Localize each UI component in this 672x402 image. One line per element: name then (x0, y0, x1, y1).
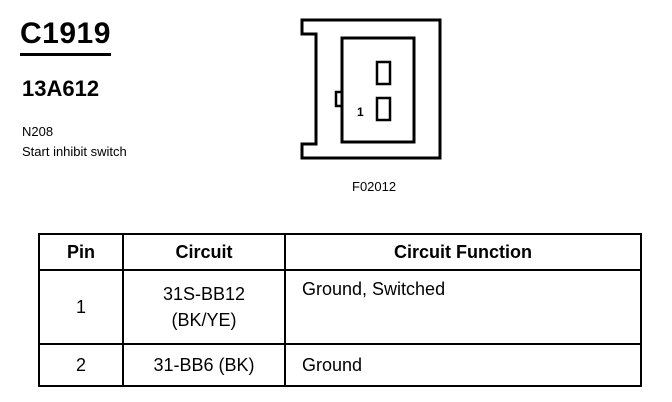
circuit-color: (BK/YE) (171, 310, 237, 330)
connector-id: C1919 (20, 17, 111, 56)
circuit-code: 31-BB6 (BK) (153, 355, 255, 375)
table-row: 2 31-BB6 (BK) Ground (38, 343, 642, 387)
connector-diagram: 1 (300, 18, 442, 160)
connector-lock-tab (334, 90, 342, 108)
pin-cavity-1 (375, 96, 392, 122)
pin-cell: 2 (38, 343, 124, 387)
pin-cell: 1 (38, 269, 124, 345)
component-description: Start inhibit switch (22, 144, 127, 159)
pin-1-label: 1 (357, 105, 364, 119)
table-row: 1 31S-BB12 (BK/YE) Ground, Switched (38, 269, 642, 345)
connector-inner-body (340, 36, 416, 144)
table-header-row: Pin Circuit Circuit Function (38, 233, 642, 271)
part-number: 13A612 (22, 76, 100, 101)
circuit-function-cell: Ground, Switched (284, 269, 642, 345)
circuit-cell: 31S-BB12 (BK/YE) (122, 269, 286, 345)
pinout-table: Pin Circuit Circuit Function 1 31S-BB12 … (38, 233, 642, 387)
header-pin: Pin (38, 233, 124, 271)
circuit-code: 31S-BB12 (162, 284, 246, 304)
circuit-function-cell: Ground (284, 343, 642, 387)
header-circuit: Circuit (122, 233, 286, 271)
pin-cavity-2 (375, 60, 392, 86)
circuit-cell: 31-BB6 (BK) (122, 343, 286, 387)
figure-code: F02012 (352, 179, 397, 194)
connector-outer-housing (300, 18, 442, 160)
header-circuit-function: Circuit Function (284, 233, 642, 271)
location-code: N208 (22, 124, 54, 139)
